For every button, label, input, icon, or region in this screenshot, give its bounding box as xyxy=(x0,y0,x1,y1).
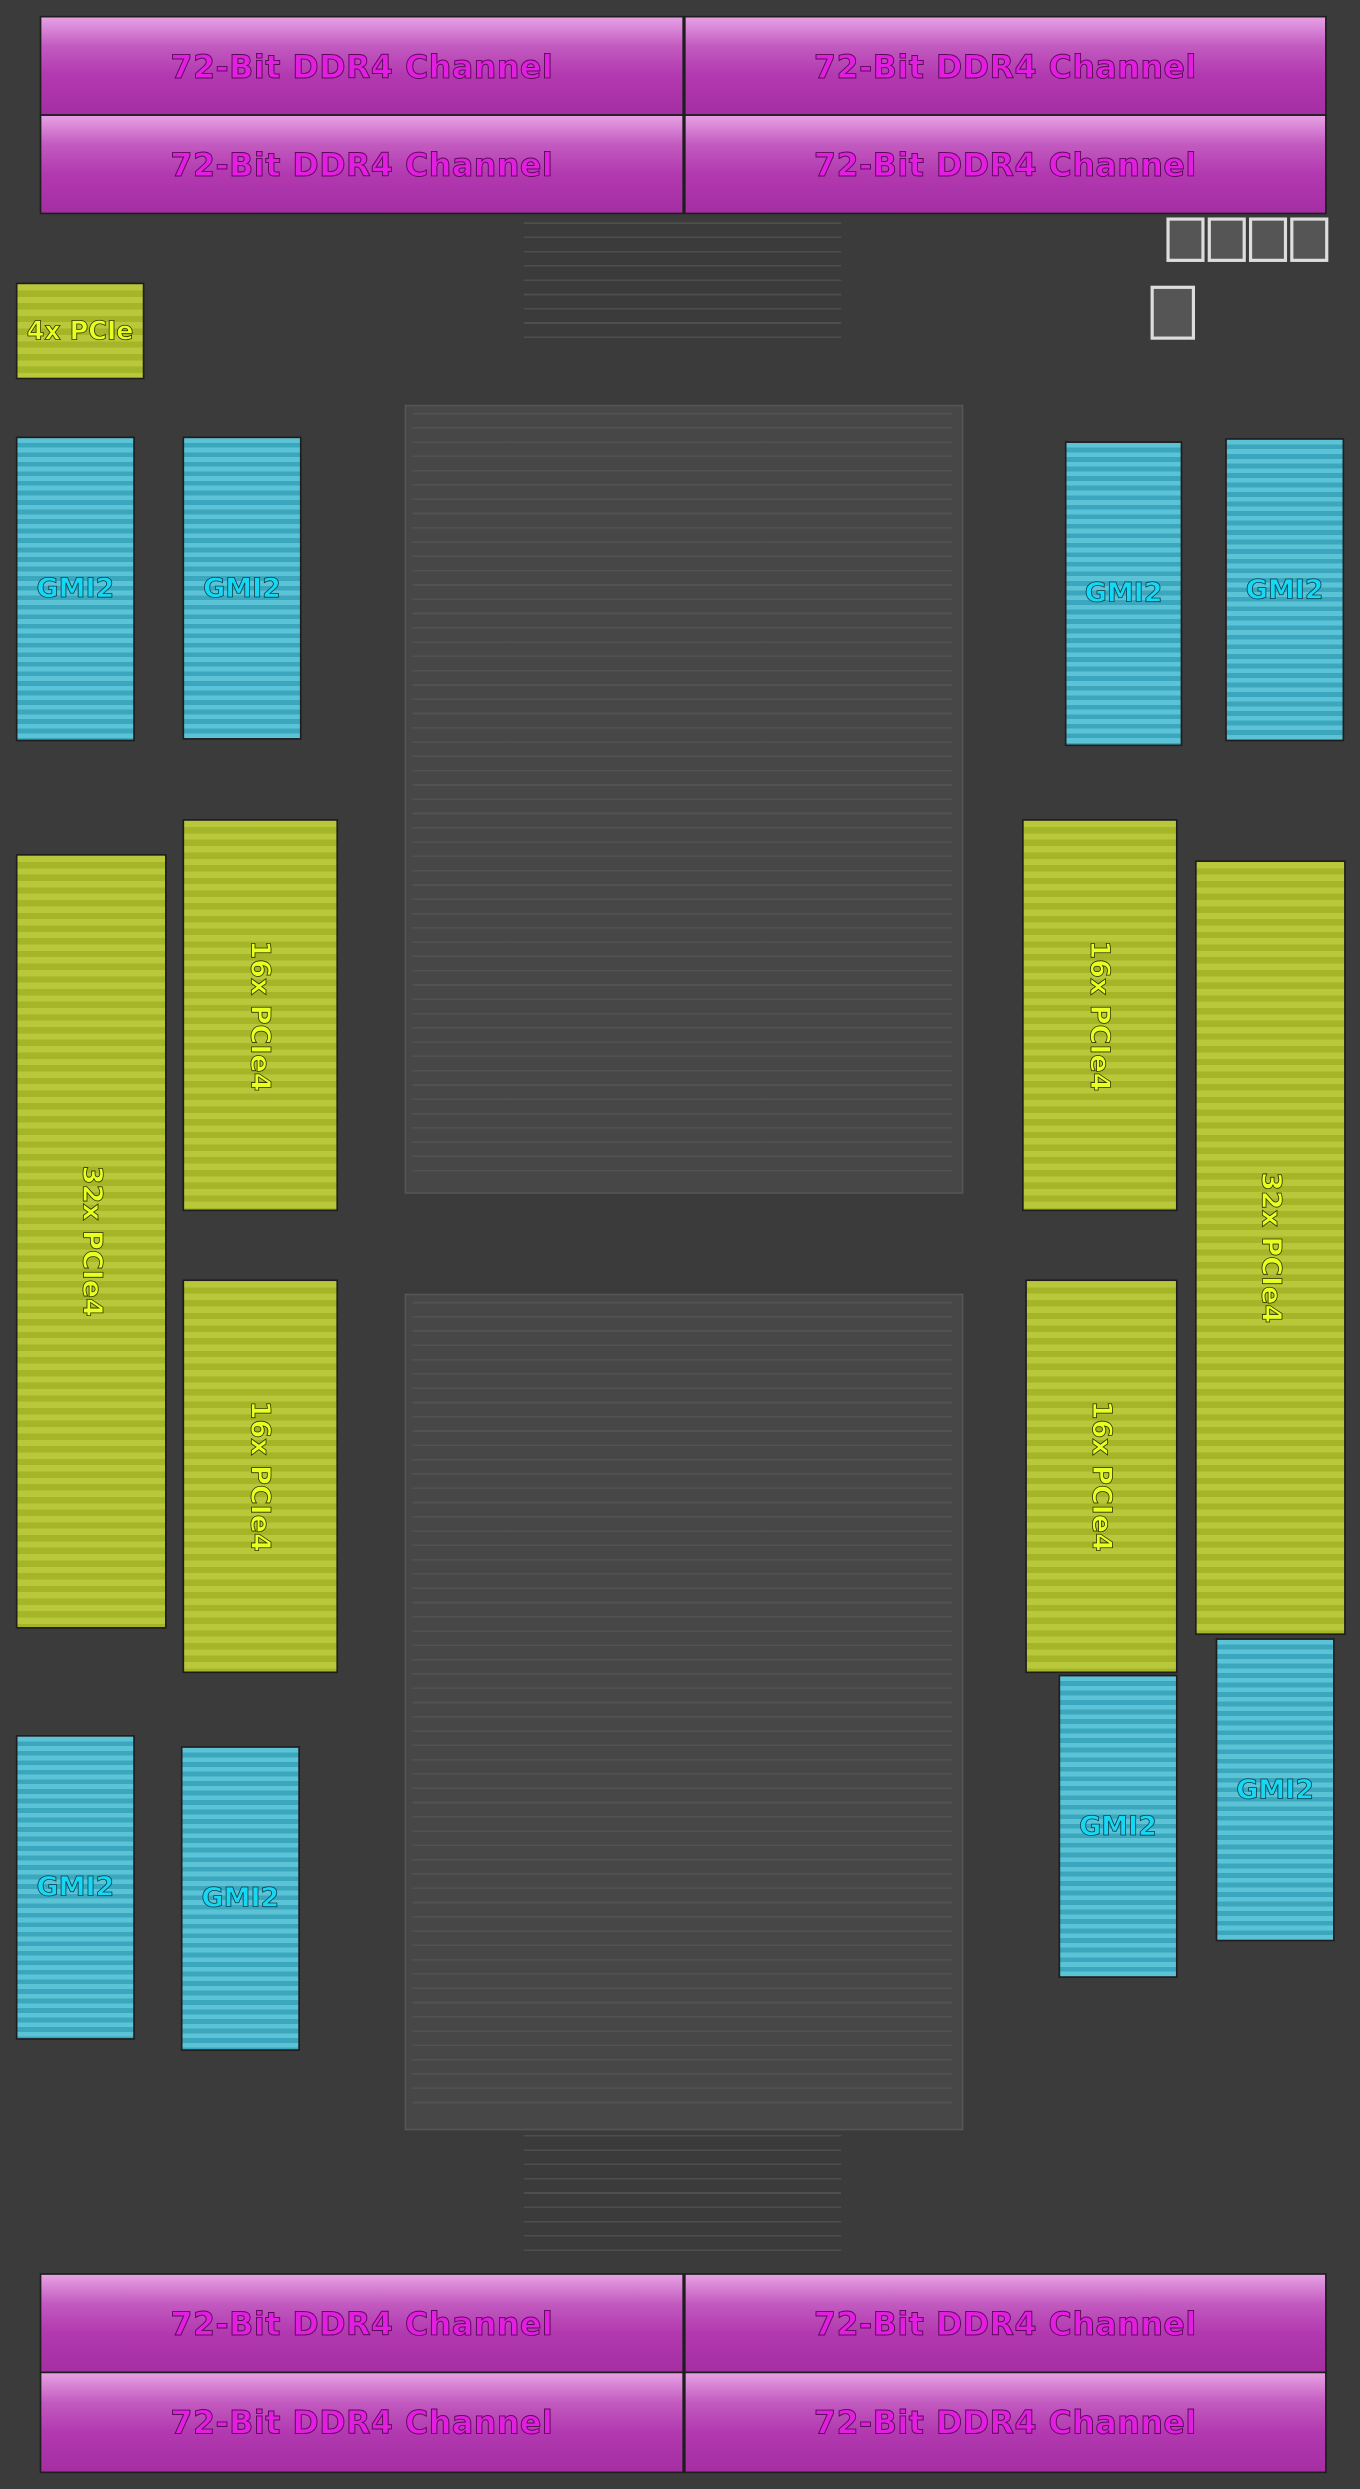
ddr-channel-top-left-1: 72-Bit DDR4 Channel xyxy=(39,15,684,116)
pcie4-16x-right-top: 16x PCIe4 xyxy=(1022,819,1178,1212)
ddr-channel-top-right-2: 72-Bit DDR4 Channel xyxy=(683,114,1327,215)
ddr-label: 72-Bit DDR4 Channel xyxy=(170,145,554,184)
pcie-label: 16x PCIe4 xyxy=(244,939,277,1091)
gmi2-bottom-left-2: GMI2 xyxy=(180,1746,300,2051)
gmi2-top-right-2: GMI2 xyxy=(1225,438,1345,742)
io-texture-top xyxy=(523,222,842,350)
gmi2-bottom-right-2: GMI2 xyxy=(1215,1638,1335,1942)
pcie4-32x-right: 32x PCIe4 xyxy=(1195,860,1346,1636)
ddr-label: 72-Bit DDR4 Channel xyxy=(170,2403,554,2442)
pcie4-16x-left-bottom: 16x PCIe4 xyxy=(182,1279,339,1674)
pad-5 xyxy=(1150,285,1196,340)
pcie-label: 16x PCIe4 xyxy=(244,1400,277,1552)
ddr-label: 72-Bit DDR4 Channel xyxy=(170,2304,554,2343)
gmi2-top-left-1: GMI2 xyxy=(15,436,135,742)
pcie-label: 4x PCIe xyxy=(26,315,134,347)
gmi-label: GMI2 xyxy=(36,1871,115,1904)
gmi2-bottom-right-1: GMI2 xyxy=(1058,1674,1178,1978)
gmi-label: GMI2 xyxy=(203,572,282,605)
ddr-label: 72-Bit DDR4 Channel xyxy=(170,46,554,85)
gmi-label: GMI2 xyxy=(201,1882,280,1915)
pcie-label: 32x PCIe4 xyxy=(75,1165,108,1317)
ddr-channel-top-right-1: 72-Bit DDR4 Channel xyxy=(683,15,1327,116)
ddr-label: 72-Bit DDR4 Channel xyxy=(813,46,1197,85)
pad-3 xyxy=(1248,217,1288,262)
pcie-label: 16x PCIe4 xyxy=(1085,1400,1118,1552)
gmi2-bottom-left-1: GMI2 xyxy=(15,1735,135,2040)
gmi-label: GMI2 xyxy=(1084,577,1163,610)
gmi-label: GMI2 xyxy=(1245,573,1324,606)
gmi-label: GMI2 xyxy=(1236,1773,1315,1807)
ddr-label: 72-Bit DDR4 Channel xyxy=(813,2304,1197,2343)
pad-4 xyxy=(1290,217,1329,262)
ddr-label: 72-Bit DDR4 Channel xyxy=(813,145,1197,184)
core-texture-top xyxy=(412,412,953,1175)
ddr-label: 72-Bit DDR4 Channel xyxy=(813,2403,1197,2442)
io-texture-bottom xyxy=(523,2135,842,2263)
gmi-label: GMI2 xyxy=(36,573,115,606)
ddr-channel-bottom-left-2: 72-Bit DDR4 Channel xyxy=(39,2371,684,2474)
ddr-channel-top-left-2: 72-Bit DDR4 Channel xyxy=(39,114,684,215)
pcie4-16x-right-bottom: 16x PCIe4 xyxy=(1025,1279,1178,1674)
pcie4-32x-left: 32x PCIe4 xyxy=(15,854,167,1629)
pcie-label: 16x PCIe4 xyxy=(1083,939,1117,1091)
gmi2-top-right-1: GMI2 xyxy=(1064,441,1183,747)
gmi-label: GMI2 xyxy=(1079,1810,1158,1843)
pcie-label: 32x PCIe4 xyxy=(1254,1172,1287,1324)
pcie4-16x-left-top: 16x PCIe4 xyxy=(182,819,339,1212)
pcie-4x-block: 4x PCIe xyxy=(15,282,145,380)
core-texture-bottom xyxy=(412,1301,953,2112)
ddr-channel-bottom-left-1: 72-Bit DDR4 Channel xyxy=(39,2273,684,2374)
pad-1 xyxy=(1166,217,1205,262)
ddr-channel-bottom-right-1: 72-Bit DDR4 Channel xyxy=(683,2273,1327,2374)
ddr-channel-bottom-right-2: 72-Bit DDR4 Channel xyxy=(683,2371,1327,2474)
pad-2 xyxy=(1207,217,1246,262)
gmi2-top-left-2: GMI2 xyxy=(182,436,302,740)
